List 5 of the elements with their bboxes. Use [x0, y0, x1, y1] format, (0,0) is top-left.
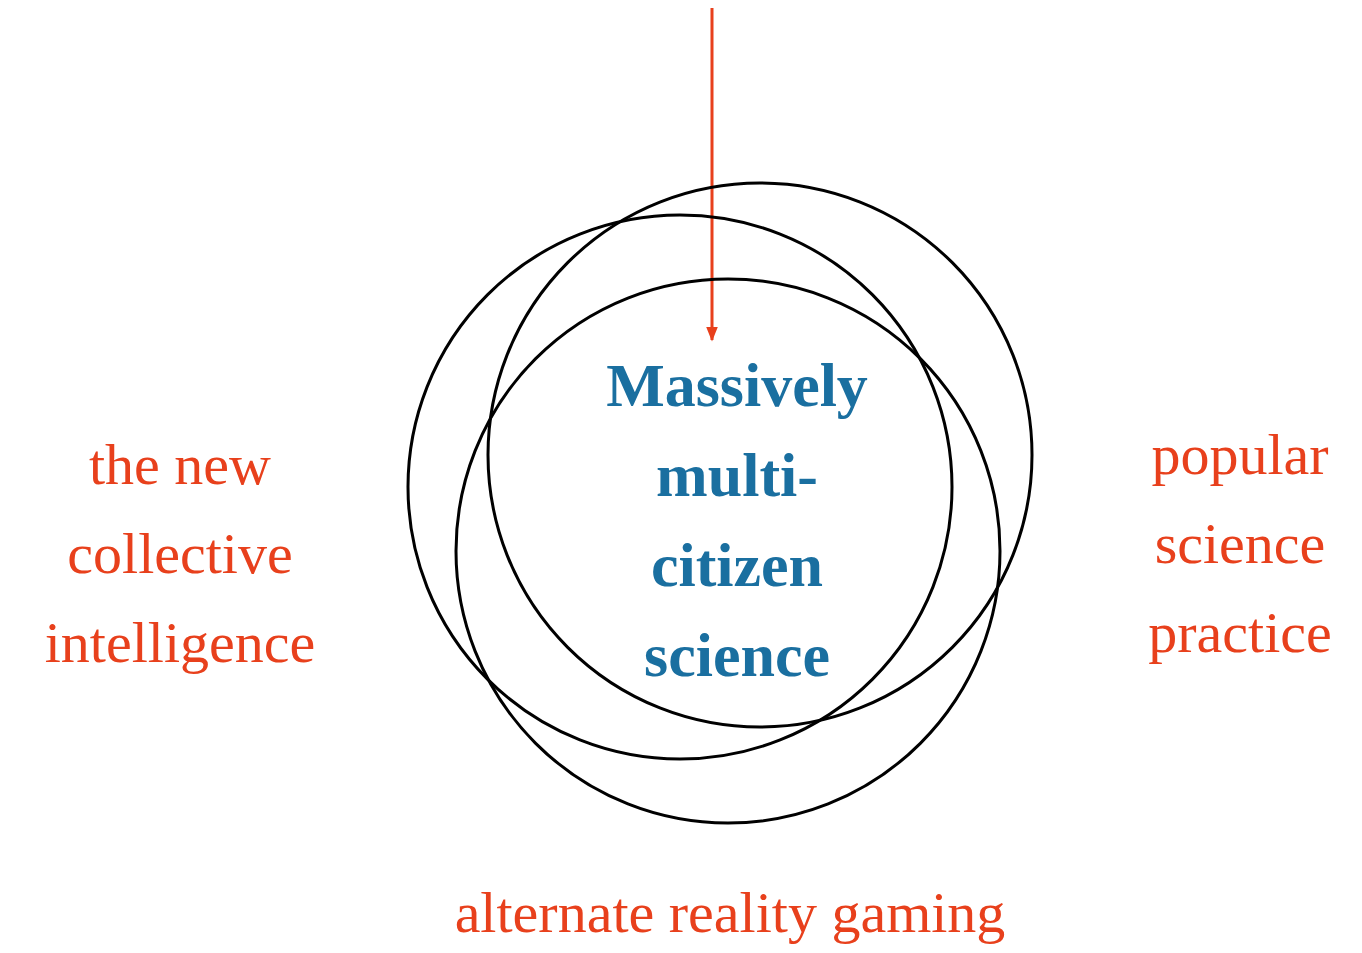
circle-label: popular science practice [1147, 421, 1333, 667]
circle-label: alternate reality gaming [453, 879, 1007, 947]
circle-label: the new collective intelligence [43, 431, 317, 677]
arrow [706, 8, 718, 342]
center-title: Massively multi-citizen science [605, 350, 869, 691]
